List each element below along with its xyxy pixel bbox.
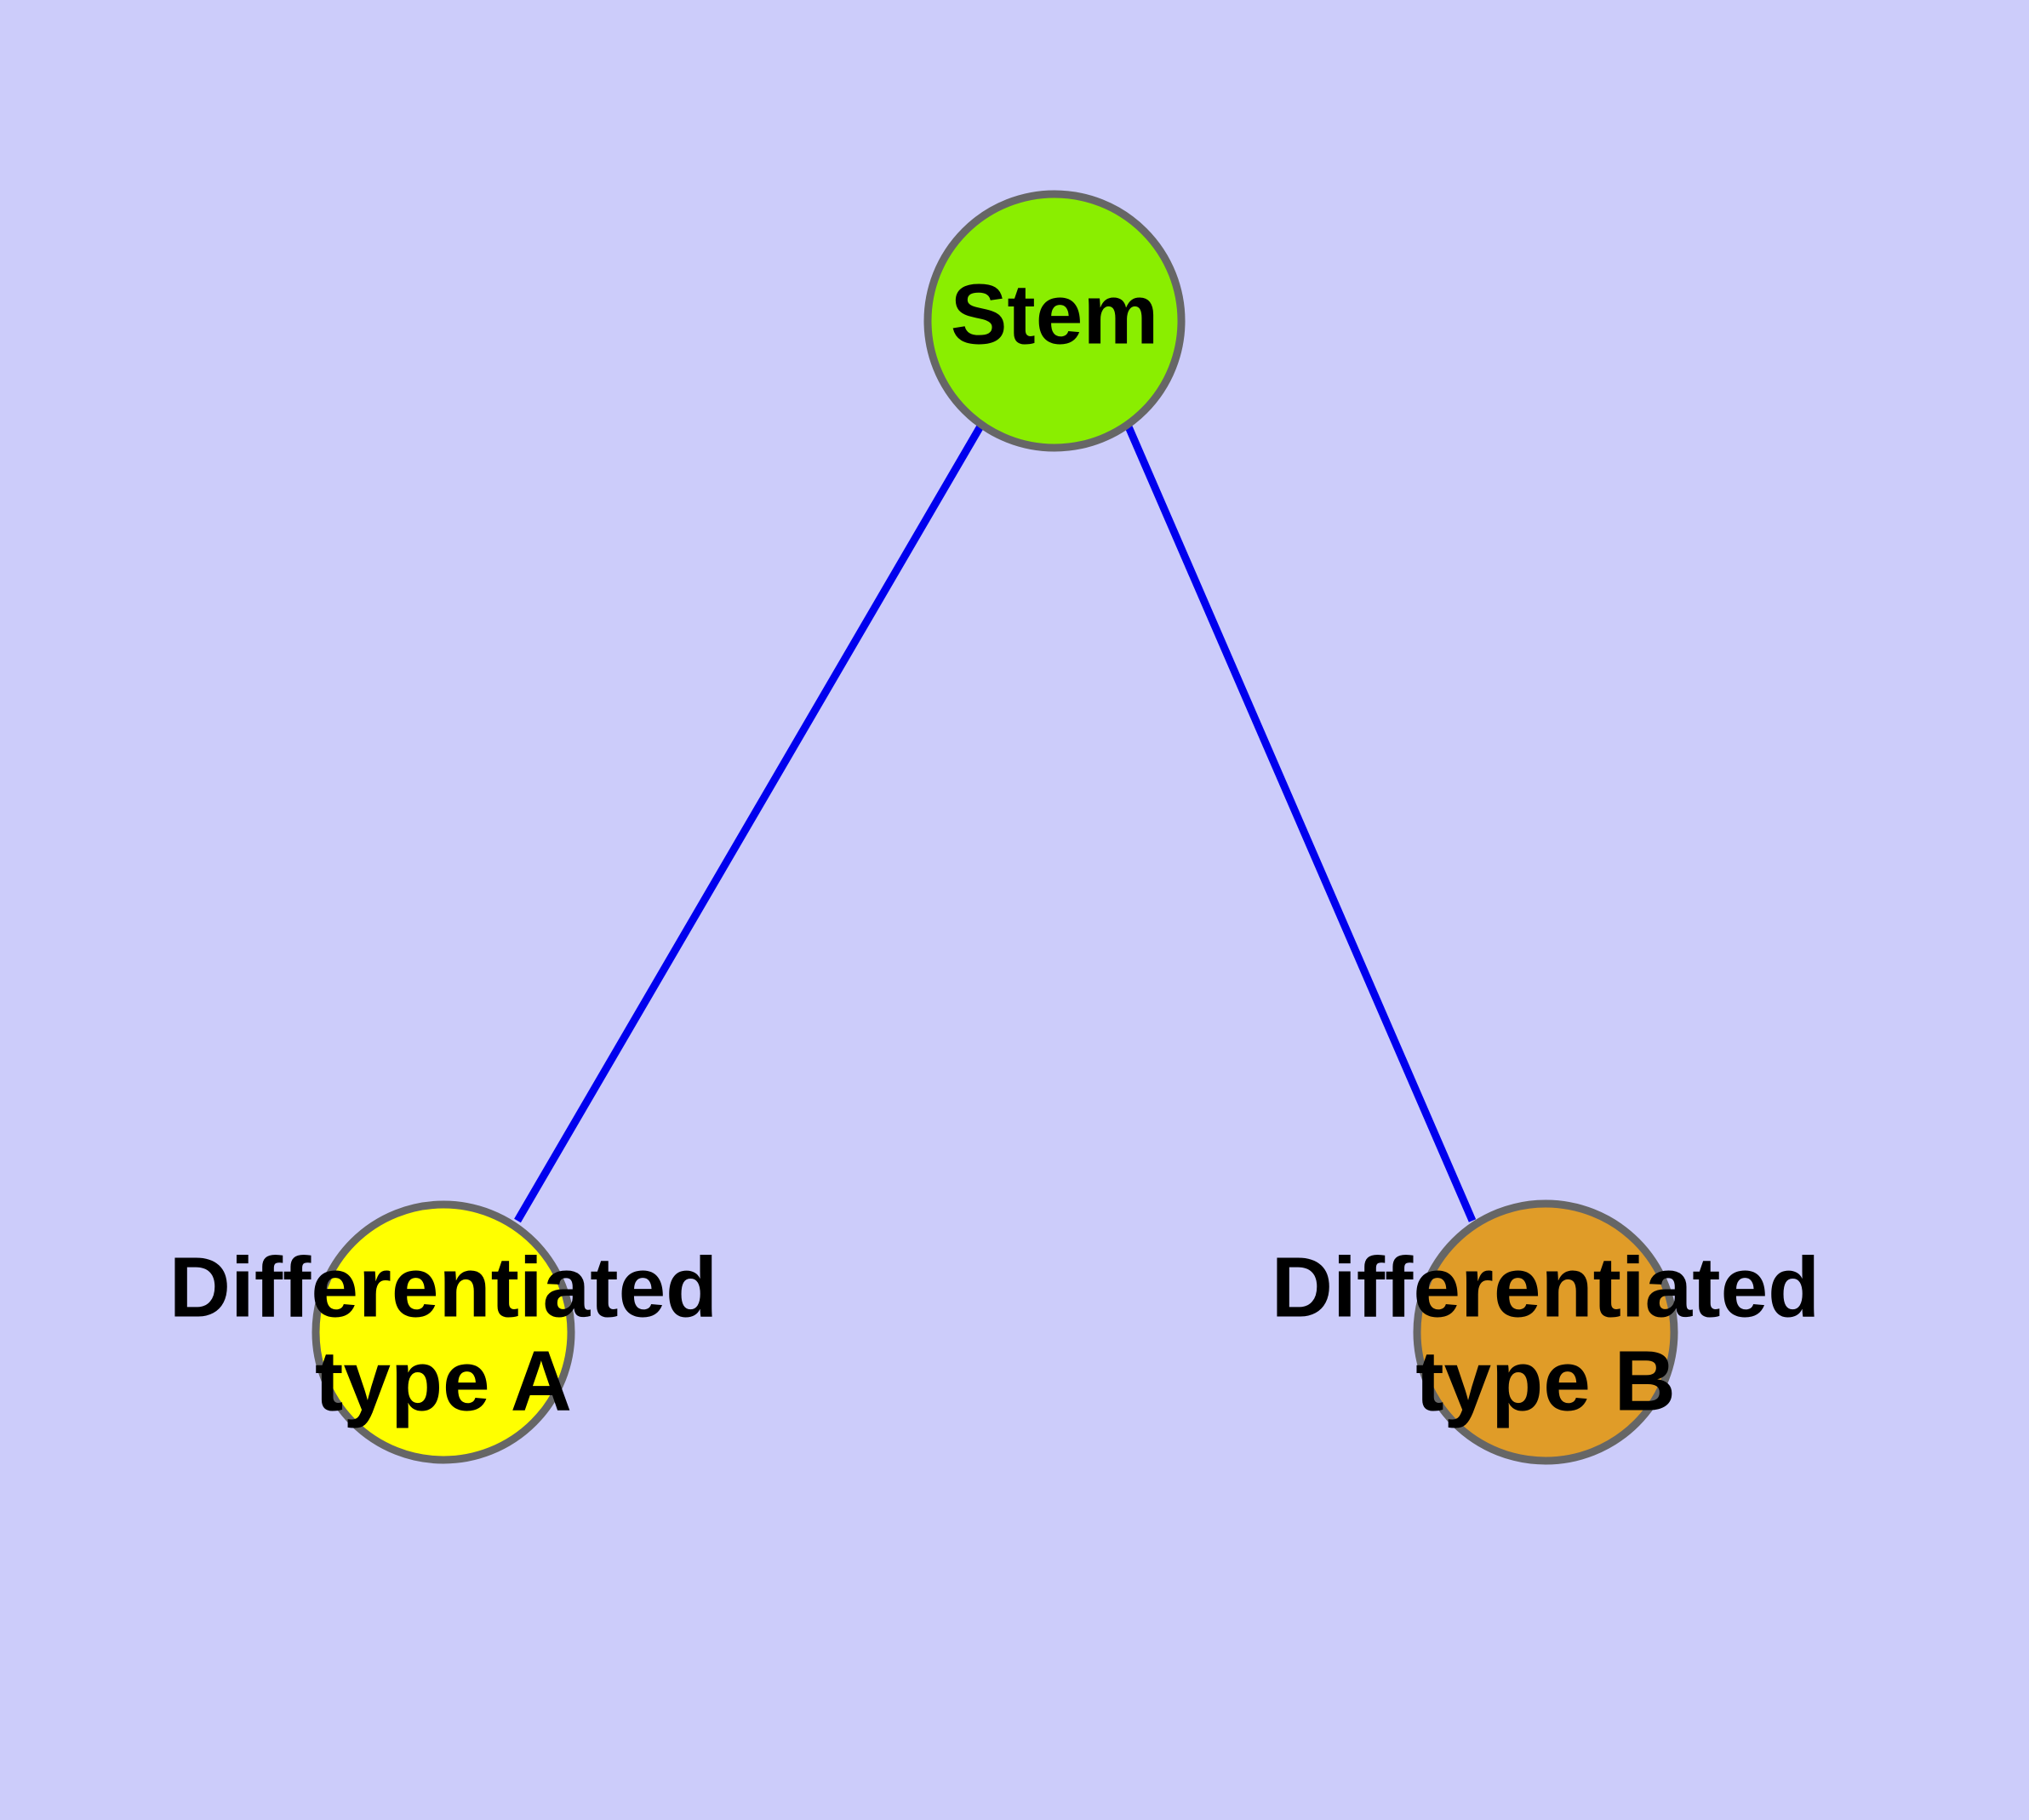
edge-stem-to-type-a[interactable] (514, 422, 985, 1223)
node-type-a-circle[interactable] (311, 1200, 575, 1464)
node-stem-label: Stem (951, 266, 1159, 362)
node-layer (311, 190, 1678, 1465)
node-type-b-circle[interactable] (1413, 1199, 1678, 1465)
edge-stem-to-type-b[interactable] (1123, 423, 1477, 1222)
node-type-b[interactable] (1413, 1199, 1678, 1465)
edge-layer (514, 422, 1477, 1223)
node-stem-circle[interactable] (923, 190, 1186, 452)
label-layer: Stem Differentiated type A Differentiate… (169, 266, 1820, 1428)
node-type-a-label-line2: type A (315, 1333, 572, 1428)
node-type-a[interactable] (311, 1200, 575, 1464)
node-stem[interactable] (923, 190, 1186, 452)
node-type-b-label-line2: type B (1415, 1333, 1676, 1428)
node-type-a-label-line1: Differentiated (169, 1239, 718, 1335)
node-type-b-label-line1: Differentiated (1272, 1239, 1820, 1335)
